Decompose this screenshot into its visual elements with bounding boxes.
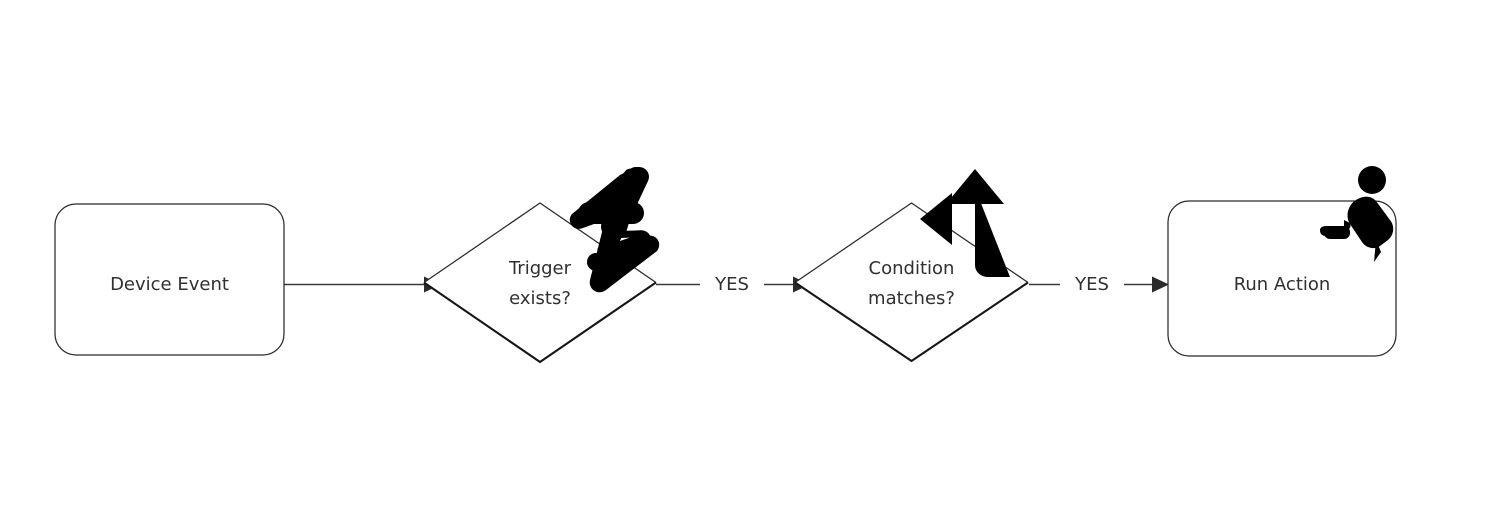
node-condition-matches[interactable]: Condition matches? xyxy=(794,202,1029,363)
running-person-icon xyxy=(1320,166,1399,262)
node-label-condition-line1: Condition xyxy=(869,258,955,279)
node-shape-outline xyxy=(1167,200,1397,357)
node-shape-outline xyxy=(54,203,285,356)
node-shape-fill xyxy=(1168,201,1396,356)
edge-device-to-trigger xyxy=(284,276,441,293)
node-run-action[interactable]: Run Action xyxy=(1167,200,1397,357)
node-label-device-event: Device Event xyxy=(110,274,229,295)
node-outline-bottom xyxy=(794,281,1029,363)
node-label-condition-line2: matches? xyxy=(868,288,955,309)
node-device-event[interactable]: Device Event xyxy=(54,203,285,356)
node-shape-fill xyxy=(795,203,1028,361)
node-label-trigger-line1: Trigger xyxy=(508,258,572,279)
branching-arrows-icon xyxy=(920,169,1010,277)
edge-trigger-to-condition: YES xyxy=(656,274,810,295)
node-label-trigger-line2: exists? xyxy=(509,288,571,309)
node-label-run-action: Run Action xyxy=(1234,274,1331,295)
edge-label-yes-1: YES xyxy=(714,274,749,295)
edge-condition-to-action: YES xyxy=(1029,274,1169,295)
node-shape-fill xyxy=(55,204,284,355)
lightning-bolt-icon xyxy=(569,166,660,293)
node-outline-bottom xyxy=(423,281,657,364)
edge-label-yes-2: YES xyxy=(1074,274,1109,295)
arrowhead-icon xyxy=(1152,276,1169,293)
